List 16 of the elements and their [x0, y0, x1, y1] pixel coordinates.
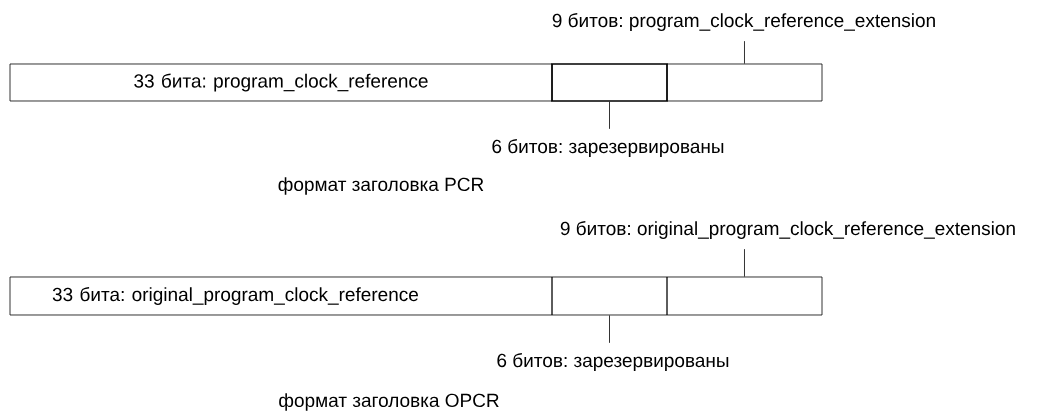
field-segment: 33 бита: original_program_clock_reference	[9, 276, 553, 316]
figure-caption: формат заголовка OPCR	[279, 393, 499, 411]
field-label: 9 битов: original_program_clock_reference_extension	[560, 221, 1015, 239]
leader-line	[609, 315, 610, 344]
leader-line	[609, 101, 610, 130]
leader-line	[744, 40, 745, 64]
field-segment	[666, 63, 823, 102]
field-label: 6 битов: зарезервированы	[492, 139, 724, 157]
leader-line	[744, 248, 745, 277]
figure-caption: формат заголовка PCR	[278, 177, 484, 195]
field-label: 9 битов: program_clock_reference_extension	[552, 13, 935, 31]
field-segment	[666, 276, 823, 316]
field-segment	[551, 276, 668, 316]
field-label: 6 битов: зарезервированы	[497, 353, 729, 371]
field-segment: 33 бита: program_clock_reference	[9, 63, 553, 102]
field-segment	[551, 63, 668, 102]
